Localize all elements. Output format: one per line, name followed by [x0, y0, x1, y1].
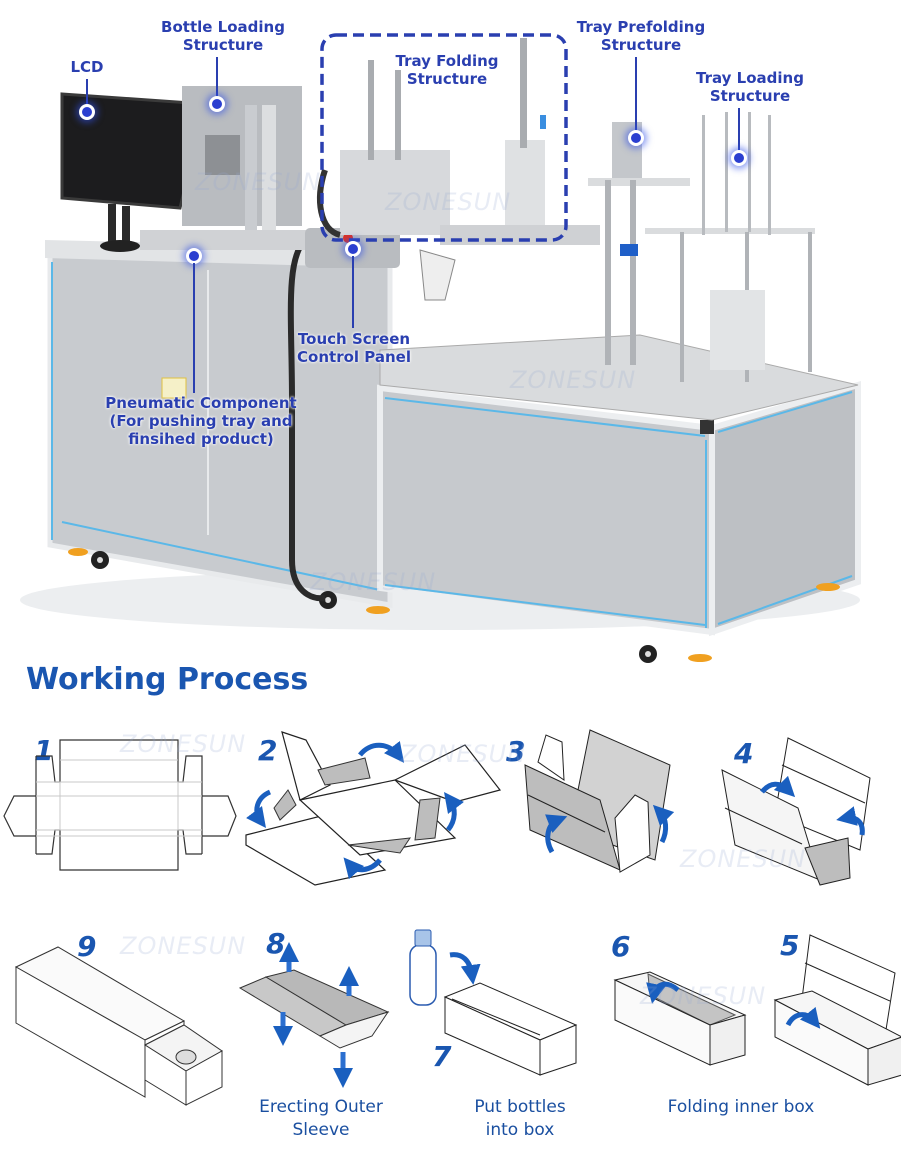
callout-touch-screen-line	[352, 256, 354, 328]
callout-tray-loading-line1: Tray Loading	[696, 69, 804, 87]
callout-bottle-loading-line	[216, 57, 218, 97]
step-6-number: 6	[611, 930, 631, 963]
bottle-cap	[414, 929, 432, 947]
bottle-cap	[175, 1049, 197, 1065]
fold-arrow	[836, 806, 865, 836]
watermark: ZONESUN	[510, 366, 637, 394]
callout-pneumatic-marker	[186, 248, 202, 264]
gray-flap	[347, 837, 412, 854]
caption-folding-inner-box: Folding inner box	[667, 1097, 815, 1117]
caption-put-bottles-line1: Put bottles	[474, 1097, 566, 1117]
caption-erecting-line1: Erecting Outer	[259, 1097, 383, 1117]
watermark: ZONESUN	[385, 188, 512, 216]
watermark: ZONESUN	[120, 730, 247, 758]
warning-label	[161, 377, 187, 399]
lcd-monitor	[60, 92, 207, 210]
right-cabinet-side	[709, 380, 861, 637]
air-hose	[287, 237, 326, 602]
watermark: ZONESUN	[120, 932, 247, 960]
watermark: ZONESUN	[640, 982, 767, 1010]
gray-flap	[414, 797, 441, 841]
callout-touch-screen-marker	[345, 241, 361, 257]
callout-pneumatic-line	[193, 263, 195, 393]
fold-arrow	[444, 791, 464, 832]
caption-erecting-line2: Sleeve	[292, 1120, 350, 1140]
caption-erecting-outer-sleeve: Erecting Outer Sleeve	[246, 1096, 396, 1142]
callout-tray-prefolding-marker	[628, 130, 644, 146]
callout-bottle-loading-marker	[209, 96, 225, 112]
process-title: Working Process	[26, 662, 309, 697]
callout-bottle-loading-line2: Structure	[182, 36, 264, 54]
tray-folding-highlight-frame	[320, 33, 568, 242]
gray-flap	[317, 757, 371, 786]
callout-lcd-line	[86, 79, 88, 105]
callout-pneumatic-line1: Pneumatic Component	[105, 394, 297, 412]
step-7-number: 7	[432, 1040, 452, 1073]
fold-arrow	[544, 814, 568, 854]
step-9-number: 9	[77, 930, 97, 963]
machine-drawing	[20, 33, 861, 663]
callout-lcd-marker	[79, 104, 95, 120]
bottle-icon	[409, 944, 437, 1006]
callout-touch-screen-line2: Control Panel	[297, 348, 411, 366]
callout-touch-screen-label: Touch Screen Control Panel	[292, 330, 416, 366]
step-8-diagram	[238, 942, 390, 1088]
insert-arrow	[449, 952, 481, 985]
watermark: ZONESUN	[680, 845, 807, 873]
callout-pneumatic-line2: (For pushing tray and	[109, 412, 293, 430]
fold-arrow	[343, 857, 382, 880]
callout-tray-folding-line1: Tray Folding	[395, 52, 499, 70]
callout-lcd-label: LCD	[70, 58, 104, 76]
fold-arrow	[358, 740, 405, 763]
watermark: ZONESUN	[400, 740, 527, 768]
callout-pneumatic-line3: finsihed product)	[128, 430, 274, 448]
bottle-loader-housing	[182, 86, 302, 226]
watermark: ZONESUN	[310, 568, 437, 596]
watermark: ZONESUN	[195, 168, 322, 196]
gray-flap	[273, 789, 297, 821]
step-9-diagram	[14, 946, 223, 1106]
step-2-number: 2	[258, 734, 278, 767]
callout-tray-folding-line2: Structure	[406, 70, 488, 88]
step-2-diagram	[245, 731, 502, 886]
callout-tray-loading-line2: Structure	[709, 87, 791, 105]
callout-tray-loading-line	[738, 108, 740, 152]
callout-tray-prefolding-line2: Structure	[600, 36, 682, 54]
step-4-diagram	[721, 737, 871, 886]
callout-tray-folding-label: Tray Folding Structure	[383, 52, 511, 88]
step-6-diagram	[613, 971, 747, 1066]
caption-put-bottles-into-box: Put bottles into box	[460, 1096, 580, 1142]
callout-touch-screen-line1: Touch Screen	[297, 330, 411, 348]
step-7-diagram	[409, 929, 578, 1076]
callout-tray-prefolding-label: Tray Prefolding Structure	[568, 18, 714, 54]
step-1-diagram	[3, 739, 237, 871]
step-5-diagram	[773, 934, 901, 1086]
callout-tray-loading-label: Tray Loading Structure	[684, 69, 816, 105]
step-3-number: 3	[506, 735, 526, 768]
fold-arrow	[246, 789, 272, 829]
callout-tray-prefolding-line1: Tray Prefolding	[576, 18, 706, 36]
fold-arrow	[760, 775, 796, 798]
callout-bottle-loading-line1: Bottle Loading	[161, 18, 285, 36]
callout-bottle-loading-label: Bottle Loading Structure	[155, 18, 291, 54]
callout-pneumatic-label: Pneumatic Component (For pushing tray an…	[98, 394, 304, 448]
fold-arrow	[646, 981, 680, 1004]
step-1-number: 1	[34, 734, 54, 767]
step-5-number: 5	[780, 929, 800, 962]
fold-arrow	[785, 1006, 821, 1029]
step-4-number: 4	[734, 737, 754, 770]
caption-put-bottles-line2: into box	[485, 1120, 555, 1140]
machine-illustration: ZONESUN ZONESUN ZONESUN ZONESUN LCD Bott…	[20, 18, 861, 663]
step-3-diagram	[524, 729, 675, 873]
callout-tray-loading-marker	[731, 150, 747, 166]
fold-arrow	[652, 804, 675, 844]
callout-tray-prefolding-line	[635, 57, 637, 131]
